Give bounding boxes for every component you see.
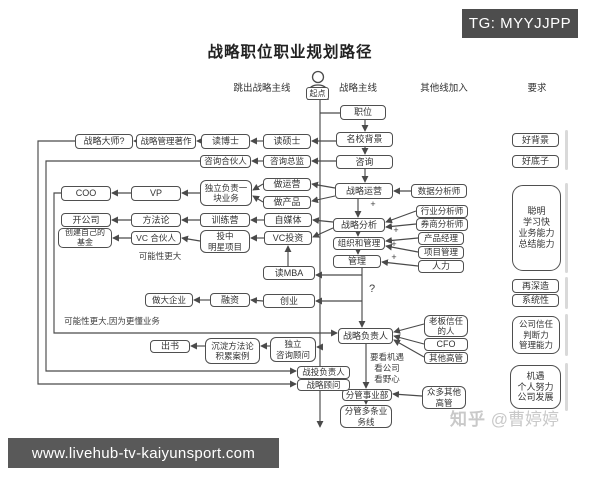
edge-analysis-to-media [312,217,334,225]
node-trust-judgement: 公司信任 判断力 管理能力 [512,316,560,354]
node-product-manager: 产品经理 [418,232,464,245]
annotation-plus-1: + [370,199,376,209]
node-financing: 融资 [210,293,250,307]
node-methodology: 方法论 [131,213,181,227]
requirement-bracket-1 [565,130,568,170]
annotation-more-likely: 可能性更大 [138,251,182,261]
node-publish-book: 出书 [150,340,190,353]
node-cfo: CFO [424,338,468,351]
node-masters-degree: 读硕士 [263,134,311,149]
node-strategy-ops: 战略运营 [335,183,393,199]
tg-badge-text: TG: MYYJJPP [468,15,572,32]
annotation-question-mark: ? [368,283,376,295]
node-further-study: 再深造 [512,279,559,293]
node-school-bg: 名校背景 [336,132,393,147]
node-startup: 创业 [263,294,315,308]
edge-ops-to-do-product [311,195,336,204]
node-project-mgmt: 项目管理 [418,246,464,259]
annotation-depends: 要看机遇 看公司 看野心 [369,352,404,385]
node-consult-director: 咨询总监 [263,155,311,168]
node-indep-consultant: 独立 咨询顾问 [270,337,316,362]
node-industry-analyst: 行业分析师 [416,205,468,218]
node-systematic: 系统性 [512,294,559,307]
url-watermark-bar: www.livehub-tv-kaiyunsport.com [8,438,279,468]
node-bootcamp: 训练营 [200,213,250,227]
node-boss-trusted: 老板信任 的人 [424,315,468,337]
edge-startup-to-financing [250,297,264,304]
edge-ops-to-do-ops [311,181,336,189]
node-mba: 读MBA [263,266,315,280]
node-do-product: 做产品 [263,196,311,209]
node-phd: 读博士 [201,134,250,149]
column-header-require: 要求 [527,83,547,94]
node-vc-invest: VC投资 [264,231,312,245]
annotation-plus-3: + [391,239,397,249]
node-hr: 人力 [418,260,464,273]
requirement-bracket-5 [565,363,568,411]
node-data-analyst: 数据分析师 [411,184,467,198]
node-vc-partner: VC 合伙人 [131,231,181,245]
requirement-bracket-2 [565,183,568,273]
node-position: 职位 [340,105,386,120]
requirement-bracket-4 [565,314,568,356]
node-luck-effort: 机遇 个人努力 公司发展 [510,365,561,409]
node-open-company: 开公司 [61,213,111,227]
node-cvc-head: 战投负责人 [297,366,350,379]
zhihu-watermark: 知乎 @曹婷婷 [450,405,559,430]
node-smart-skills: 聪明 学习快 业务能力 总结能力 [512,185,561,271]
node-case-method: 沉淀方法论 积累案例 [205,338,260,364]
node-self-media: 自媒体 [264,213,312,227]
node-strategy-head: 战略负责人 [338,328,393,344]
edge-manyexecs-to-bu [392,390,423,398]
zhihu-author-handle: @曹婷婷 [490,410,559,429]
annotation-plus-2: + [393,225,399,235]
node-master-works: 战略管理著作 [136,134,196,149]
node-star-project: 投中 明星项目 [200,230,250,253]
node-org-mgmt: 组织和管理 [333,237,385,250]
node-strategy-advisor: 战略顾问 [297,379,350,391]
node-big-company: 做大企业 [145,293,193,307]
edge-analysis-to-vcinvest [312,227,334,238]
node-vp: VP [131,186,181,201]
node-multi-biz: 分管多条业 务线 [340,405,392,428]
node-many-execs: 众多其他 高管 [422,386,466,409]
node-consult-partner: 咨询合伙人 [200,155,251,168]
node-own-biz: 独立负责一 块业务 [200,180,252,206]
edge-hr-to-mgmt [381,259,419,267]
annotation-more-likely-biz: 可能性更大,因为更懂业务 [64,316,160,326]
column-header-other-join: 其他线加入 [420,83,468,94]
node-mgmt: 管理 [333,255,381,268]
node-broker-analyst: 券商分析师 [416,218,468,231]
column-header-jump-out: 跳出战略主线 [233,83,291,94]
requirement-bracket-3 [565,277,568,309]
edge-do-product-to-ownbiz [252,195,264,203]
url-text: www.livehub-tv-kaiyunsport.com [31,444,256,462]
page-title: 战略职位职业规划路径 [207,44,373,61]
node-strategy-analysis: 战略分析 [333,218,385,232]
node-master: 战略大师? [75,134,133,149]
node-start: 起点 [306,87,329,100]
edge-cfo-to-head [393,334,425,345]
tg-watermark-badge: TG: MYYJJPP [462,9,578,38]
node-consulting: 咨询 [336,155,393,169]
node-do-ops: 做运营 [263,178,311,191]
node-bu-head: 分管事业部 [342,389,392,401]
node-good-background: 好背景 [512,133,559,147]
edge-industry-to-analysis [385,210,417,224]
node-other-execs: 其他高管 [424,352,468,364]
edge-trusted-to-head [393,323,425,334]
node-own-fund: 创建自己的 基金 [58,228,112,248]
node-coo: COO [61,186,111,201]
node-good-foundation: 好底子 [512,155,559,168]
zhihu-logo-text: 知乎 [450,410,486,429]
annotation-plus-4: + [391,252,397,262]
edge-star-to-vcpartner [181,235,201,243]
column-header-main-line: 战略主线 [338,83,377,94]
edge-do-ops-to-ownbiz [252,183,264,191]
